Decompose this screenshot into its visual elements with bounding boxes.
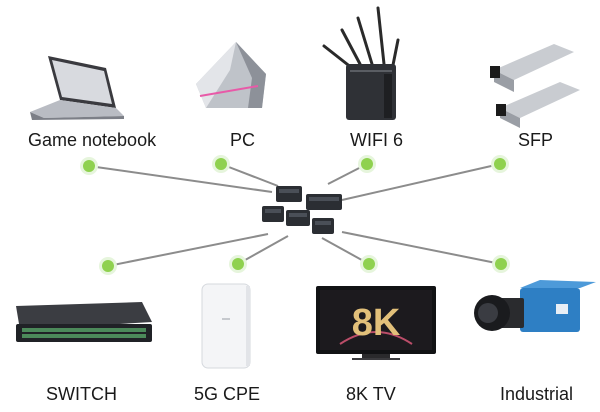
connector-sfp: [341, 163, 501, 201]
chip-4: [286, 210, 310, 226]
laptop-icon: [30, 56, 124, 120]
pc-tower-icon: [196, 42, 266, 108]
connector-switch: [107, 233, 269, 267]
endpoint-dot-wifi: [361, 158, 373, 170]
connector-pc: [220, 163, 279, 187]
chip-cluster-icon: [262, 186, 342, 234]
chip-2: [306, 194, 342, 210]
switch-icon: [16, 302, 152, 342]
endpoint-dot-5gcpe: [232, 258, 244, 270]
endpoint-dot-switch: [102, 260, 114, 272]
label-sfp: SFP: [518, 130, 554, 150]
chip-1: [276, 186, 302, 202]
tv-icon: [316, 286, 436, 360]
endpoint-dot-sfp: [494, 158, 506, 170]
connector-wifi: [327, 163, 368, 185]
endpoint-dot-pc: [215, 158, 227, 170]
router-icon: [322, 6, 400, 72]
sfp-module-icon: [490, 44, 580, 128]
label-industrial: Industrial: [500, 384, 574, 404]
connector-5gcpe: [237, 235, 289, 265]
connector-8ktv: [321, 237, 370, 265]
tv-screen-text: 8K: [352, 302, 401, 344]
label-switch: SWITCH: [46, 384, 117, 404]
endpoint-dot-game-notebook: [83, 160, 95, 172]
label-8ktv: 8K TV: [346, 384, 396, 404]
label-pc: PC: [230, 130, 256, 150]
connector-industrial: [341, 231, 502, 265]
label-game-notebook: Game notebook: [28, 130, 157, 150]
chip-5: [312, 218, 334, 234]
router-body: [346, 64, 396, 120]
industrial-camera-icon: [474, 280, 596, 332]
label-5gcpe: 5G CPE: [194, 384, 261, 404]
endpoint-dot-industrial: [495, 258, 507, 270]
chip-3: [262, 206, 284, 222]
connector-game-notebook: [88, 165, 273, 193]
cpe-icon: [201, 283, 251, 369]
connector-lines: [88, 163, 502, 267]
endpoint-dot-8ktv: [363, 258, 375, 270]
label-wifi: WIFI 6: [350, 130, 403, 150]
